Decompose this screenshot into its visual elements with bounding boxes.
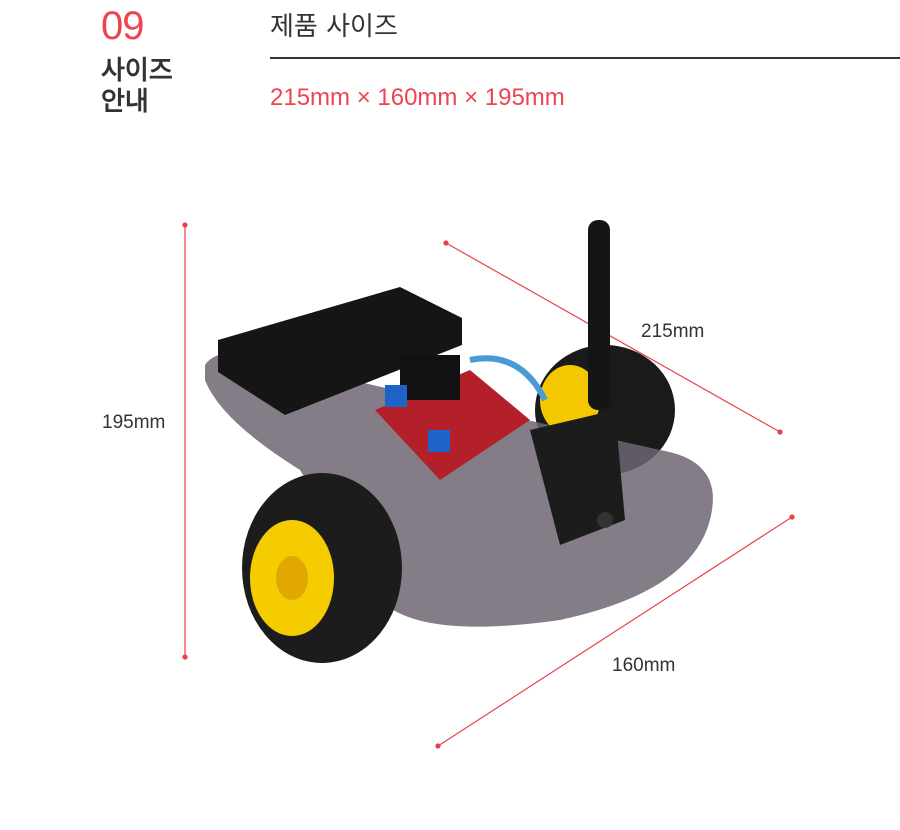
- section-number: 09: [101, 4, 144, 48]
- width-line: [437, 516, 793, 747]
- size-summary: 215mm × 160mm × 195mm: [270, 84, 565, 111]
- esp32-cam: [530, 410, 625, 545]
- divider: [270, 57, 900, 59]
- antenna: [588, 220, 610, 410]
- battery-box: [218, 287, 462, 415]
- acrylic-chassis: [205, 353, 713, 627]
- length-line: [445, 242, 781, 433]
- page-title: 제품 사이즈: [270, 12, 398, 42]
- section-label-line1: 사이즈: [101, 56, 173, 86]
- section-label-line2: 안내: [101, 87, 149, 117]
- height-label: 195mm: [102, 412, 166, 433]
- length-label: 215mm: [641, 321, 705, 342]
- dimension-lines: [182, 222, 795, 749]
- width-label: 160mm: [612, 655, 676, 676]
